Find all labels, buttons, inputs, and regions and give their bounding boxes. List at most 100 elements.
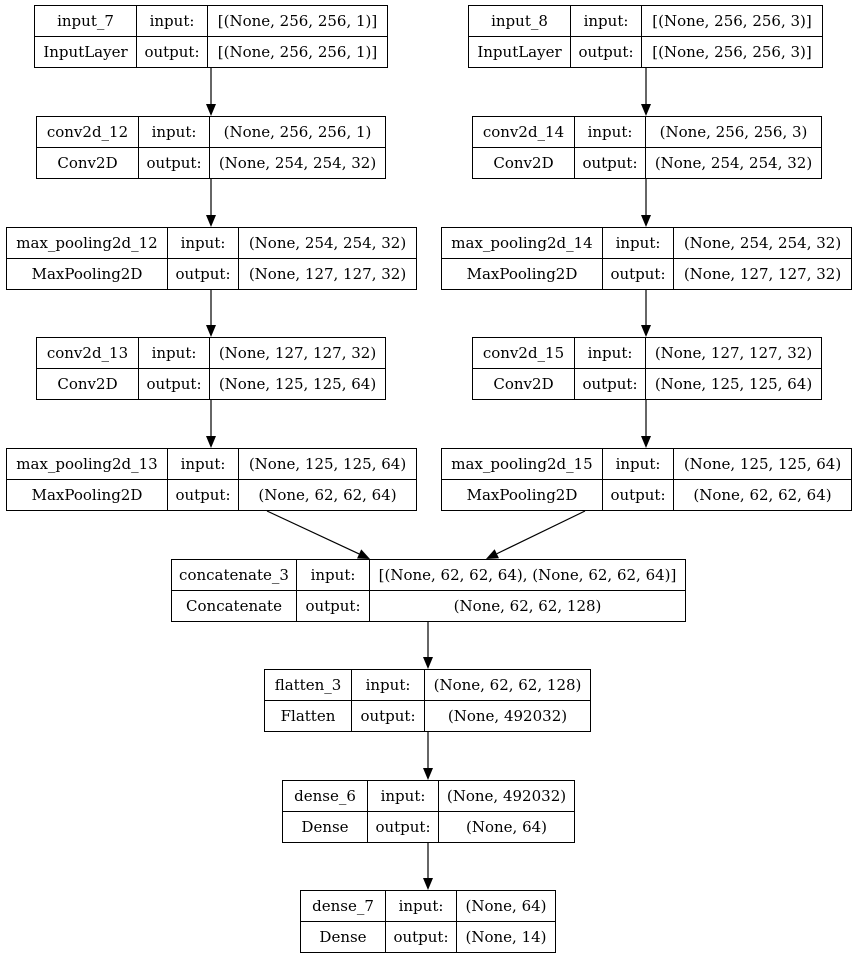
output-shape: (None, 127, 127, 32): [683, 264, 842, 283]
layer-type: Concatenate: [172, 590, 297, 621]
arrowhead-icon: [641, 104, 651, 116]
layer-name: max_pooling2d_14: [442, 228, 603, 259]
arrowhead-icon: [423, 657, 433, 669]
layer-name: dense_6: [283, 781, 368, 812]
layer-name: max_pooling2d_12: [7, 228, 168, 259]
input-shape: (None, 127, 127, 32): [210, 338, 385, 369]
output-label: output:: [603, 258, 674, 289]
output-label: output:: [571, 36, 642, 67]
input-shape: (None, 62, 62, 128): [425, 670, 590, 701]
layer-type: Conv2D: [37, 147, 139, 178]
output-shape: [(None, 256, 256, 1)]: [217, 42, 378, 61]
output-label: output:: [603, 479, 674, 510]
input-shape: (None, 125, 125, 64): [239, 449, 416, 480]
output-label: output:: [139, 147, 210, 178]
layer-type: Flatten: [265, 700, 352, 731]
arrowhead-icon: [206, 436, 216, 448]
arrowhead-icon: [641, 436, 651, 448]
layer-name: max_pooling2d_13: [7, 449, 168, 480]
input-shape: (None, 64): [457, 891, 555, 922]
input-label: input:: [297, 560, 370, 591]
output-shape: (None, 254, 254, 32): [654, 153, 813, 172]
layer-type: Dense: [301, 921, 386, 952]
edge-concatenate-3-to-flatten-3: [423, 622, 433, 669]
arrowhead-icon: [206, 325, 216, 337]
input-label: input:: [603, 449, 674, 480]
output-shape: (None, 127, 127, 32): [248, 264, 407, 283]
input-label: input:: [575, 338, 646, 369]
output-label: output:: [352, 700, 425, 731]
layer-name: input_8: [469, 6, 571, 37]
output-label: output:: [139, 368, 210, 399]
output-shape: [(None, 256, 256, 3)]: [652, 42, 812, 61]
layer-name: input_7: [35, 6, 137, 37]
output-label: output:: [168, 479, 239, 510]
output-shape: (None, 62, 62, 128): [453, 596, 602, 615]
arrowhead-icon: [357, 549, 370, 559]
arrowhead-icon: [423, 878, 433, 890]
output-label: output:: [386, 921, 457, 952]
output-shape: (None, 125, 125, 64): [218, 374, 377, 393]
layer-type: MaxPooling2D: [442, 479, 603, 510]
input-shape: (None, 492032): [439, 781, 574, 812]
output-shape: (None, 492032): [447, 706, 568, 725]
input-shape: (None, 256, 256, 3): [646, 117, 821, 148]
input-label: input:: [139, 338, 210, 369]
arrowhead-icon: [486, 549, 499, 559]
edge-line: [266, 510, 360, 555]
layer-type: MaxPooling2D: [442, 258, 603, 289]
input-label: input:: [386, 891, 457, 922]
output-label: output:: [575, 368, 646, 399]
layer-type: InputLayer: [35, 36, 137, 67]
output-label: output:: [368, 811, 439, 842]
input-shape: (None, 127, 127, 32): [646, 338, 821, 369]
edge-dense-6-to-dense-7: [423, 843, 433, 890]
arrowhead-icon: [206, 215, 216, 227]
input-label: input:: [603, 228, 674, 259]
edge-max-pooling2d-13-to-concatenate-3: [266, 510, 370, 559]
input-shape: (None, 125, 125, 64): [674, 449, 851, 480]
layer-type: Conv2D: [37, 368, 139, 399]
edge-input-7-to-conv2d-12: [206, 68, 216, 116]
edge-conv2d-14-to-max-pooling2d-14: [641, 179, 651, 227]
layer-type: MaxPooling2D: [7, 258, 168, 289]
input-shape: [(None, 256, 256, 1)]: [208, 6, 387, 37]
output-shape: (None, 62, 62, 64): [693, 485, 832, 504]
input-label: input:: [168, 228, 239, 259]
output-shape: (None, 254, 254, 32): [218, 153, 377, 172]
input-shape: (None, 254, 254, 32): [239, 228, 416, 259]
edge-input-8-to-conv2d-14: [641, 68, 651, 116]
output-label: output:: [575, 147, 646, 178]
edge-conv2d-15-to-max-pooling2d-15: [641, 400, 651, 448]
arrowhead-icon: [641, 325, 651, 337]
layer-type: Conv2D: [473, 368, 575, 399]
output-label: output:: [297, 590, 370, 621]
layer-type: MaxPooling2D: [7, 479, 168, 510]
layer-name: conv2d_13: [37, 338, 139, 369]
layer-name: max_pooling2d_15: [442, 449, 603, 480]
arrowhead-icon: [423, 768, 433, 780]
input-label: input:: [368, 781, 439, 812]
input-shape: (None, 254, 254, 32): [674, 228, 851, 259]
arrowhead-icon: [206, 104, 216, 116]
layer-name: conv2d_15: [473, 338, 575, 369]
layer-name: flatten_3: [265, 670, 352, 701]
layer-name: concatenate_3: [172, 560, 297, 591]
layer-type: InputLayer: [469, 36, 571, 67]
output-shape: (None, 64): [465, 817, 548, 836]
